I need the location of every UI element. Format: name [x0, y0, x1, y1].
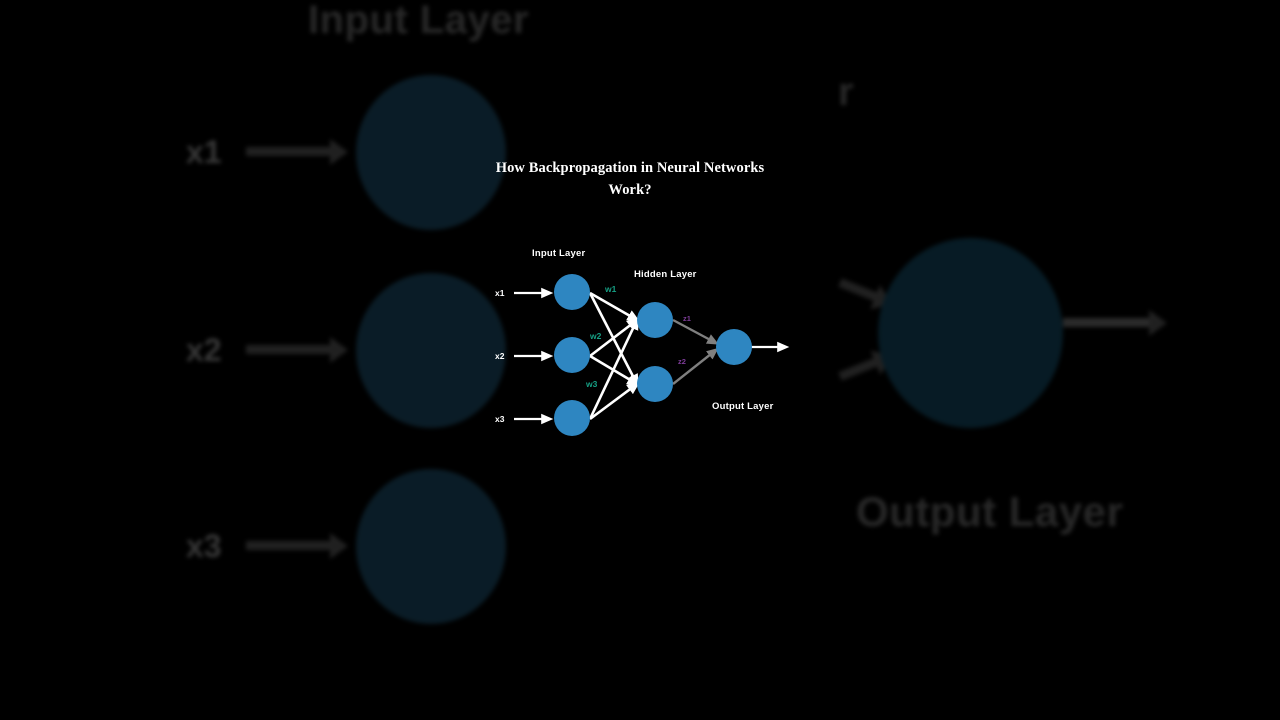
page-title: How Backpropagation in Neural Networks W… [438, 157, 822, 202]
background-input-layer-label: Input Layer [308, 0, 530, 42]
input-label-x1: x1 [495, 288, 505, 298]
background-scene-left: Input Layer x1 x2 x3 [186, 0, 530, 624]
activation-label-z1: z1 [683, 314, 691, 323]
background-input-node-2 [356, 273, 506, 428]
background-output-arrow [1063, 310, 1167, 336]
hidden-node-2[interactable] [637, 366, 673, 402]
input-label-x2: x2 [495, 351, 505, 361]
page-title-line-2: Work? [608, 182, 652, 199]
page-title-line-1: How Backpropagation in Neural Networks [495, 160, 765, 176]
background-x3-arrow [246, 533, 348, 559]
activation-label-z2: z2 [678, 357, 686, 366]
background-x1-label: x1 [186, 134, 222, 170]
input-label-x3: x3 [495, 414, 505, 424]
hidden-to-output-edges [672, 318, 719, 385]
background-output-node [878, 238, 1063, 428]
background-input-node-1 [356, 75, 506, 230]
background-scene-right: r Output Layer [822, 0, 1280, 720]
input-node-3[interactable] [554, 400, 590, 436]
input-layer-label: Input Layer [532, 248, 586, 259]
background-hidden-layer-partial-label: r [838, 70, 855, 114]
output-layer-label: Output Layer [712, 401, 774, 412]
hidden-layer-label: Hidden Layer [634, 269, 697, 280]
weight-label-w1: w1 [605, 284, 617, 294]
neural-network-diagram: Input Layer Hidden Layer Output Layer x1… [438, 230, 822, 460]
input-feed-arrows [514, 287, 554, 425]
background-right-band: r Output Layer [822, 0, 1280, 720]
background-z2-arrow [838, 357, 879, 381]
weight-label-w2: w2 [590, 331, 602, 341]
background-z1-arrow [838, 278, 879, 302]
background-x1-arrow [246, 139, 348, 165]
background-x3-label: x3 [186, 528, 222, 564]
input-node-1[interactable] [554, 274, 590, 310]
network-edges [514, 287, 790, 425]
background-output-layer-label: Output Layer [856, 488, 1124, 535]
background-x2-label: x2 [186, 332, 222, 368]
input-to-hidden-edges [588, 291, 641, 421]
background-input-node-3 [356, 469, 506, 624]
background-x2-arrow [246, 337, 348, 363]
foreground-content: How Backpropagation in Neural Networks W… [438, 0, 822, 720]
output-node-1[interactable] [716, 329, 752, 365]
input-node-2[interactable] [554, 337, 590, 373]
weight-label-w3: w3 [586, 379, 598, 389]
background-left-band: Input Layer x1 x2 x3 [186, 0, 530, 624]
hidden-node-1[interactable] [637, 302, 673, 338]
